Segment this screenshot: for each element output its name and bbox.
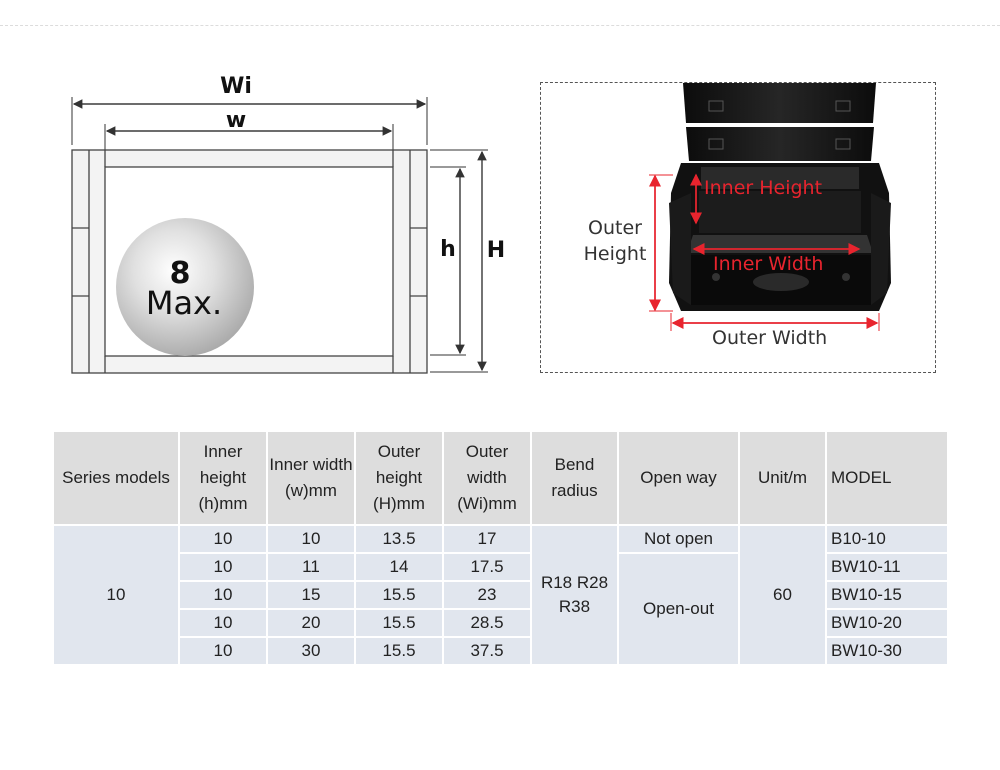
cell-outer-width: 23	[444, 582, 530, 608]
cell-model: BW10-20	[827, 610, 947, 636]
ball-number: 8	[170, 256, 191, 291]
header-series: Series models	[54, 432, 178, 524]
bend-radius-cell: R18 R28 R38	[532, 526, 617, 664]
header-inner-height: Inner height (h)mm	[180, 432, 266, 524]
open-way-cell: Not open	[619, 526, 738, 552]
ball-max-text: Max.	[146, 284, 222, 322]
header-outer-width: Outer width (Wi)mm	[444, 432, 530, 524]
table-header-row: Series models Inner height (h)mm Inner w…	[54, 432, 947, 524]
spec-table: Series models Inner height (h)mm Inner w…	[52, 430, 949, 666]
top-divider	[0, 25, 1000, 26]
cell-outer-width: 17	[444, 526, 530, 552]
product-photo: Inner Height Inner Width Outer Height Ou…	[540, 82, 936, 373]
cell-inner-width: 10	[268, 526, 354, 552]
header-open-way: Open way	[619, 432, 738, 524]
cell-inner-height: 10	[180, 638, 266, 664]
table-row: 10 30 15.5 37.5 BW10-30	[54, 638, 947, 664]
cell-inner-width: 20	[268, 610, 354, 636]
header-unit: Unit/m	[740, 432, 825, 524]
series-cell: 10	[54, 526, 178, 664]
cell-outer-width: 37.5	[444, 638, 530, 664]
unit-cell: 60	[740, 526, 825, 664]
outer-height-line2: Height	[583, 243, 647, 265]
h-dimension	[430, 166, 466, 356]
h-label: h	[440, 237, 456, 262]
open-way-cell: Open-out	[619, 554, 738, 664]
table-row: 10 20 15.5 28.5 BW10-20	[54, 610, 947, 636]
cell-model: B10-10	[827, 526, 947, 552]
cell-model: BW10-30	[827, 638, 947, 664]
cell-inner-height: 10	[180, 554, 266, 580]
table-row: 10 15 15.5 23 BW10-15	[54, 582, 947, 608]
table-row: 10 10 10 13.5 17 R18 R28 R38 Not open 60…	[54, 526, 947, 664]
outer-width-label: Outer Width	[712, 327, 828, 349]
header-bend-radius: Bend radius	[532, 432, 617, 524]
cell-model: BW10-15	[827, 582, 947, 608]
cell-outer-width: 17.5	[444, 554, 530, 580]
outer-height-label: Outer Height	[583, 215, 647, 267]
header-outer-height: Outer height (H)mm	[356, 432, 442, 524]
wi-dimension	[71, 97, 428, 145]
cell-inner-width: 11	[268, 554, 354, 580]
cell-outer-width: 28.5	[444, 610, 530, 636]
wi-label: Wi	[220, 74, 252, 99]
cell-inner-width: 15	[268, 582, 354, 608]
max-ball	[116, 218, 254, 356]
cable-chain-image	[669, 83, 891, 311]
inner-height-label: Inner Height	[704, 177, 823, 199]
cell-outer-height: 14	[356, 554, 442, 580]
cell-model: BW10-11	[827, 554, 947, 580]
bend-radius-value: R18 R28 R38	[540, 573, 609, 616]
H-label: H	[487, 238, 505, 263]
cell-outer-height: 15.5	[356, 610, 442, 636]
cell-inner-height: 10	[180, 526, 266, 552]
cell-inner-width: 30	[268, 638, 354, 664]
outer-height-line1: Outer	[588, 217, 642, 239]
w-label: w	[226, 108, 246, 133]
table-row: 10 11 14 17.5 Open-out BW10-11	[54, 554, 947, 664]
header-inner-width: Inner width (w)mm	[268, 432, 354, 524]
cell-outer-height: 15.5	[356, 582, 442, 608]
H-dimension	[430, 149, 488, 373]
cell-inner-height: 10	[180, 610, 266, 636]
dimension-diagram: Wi w 8 Max. h H	[71, 74, 505, 374]
cell-outer-height: 15.5	[356, 638, 442, 664]
w-dimension	[104, 124, 394, 150]
inner-width-label: Inner Width	[713, 253, 824, 275]
cell-inner-height: 10	[180, 582, 266, 608]
measurement-arrows	[649, 173, 880, 331]
header-model: MODEL	[827, 432, 947, 524]
cell-outer-height: 13.5	[356, 526, 442, 552]
